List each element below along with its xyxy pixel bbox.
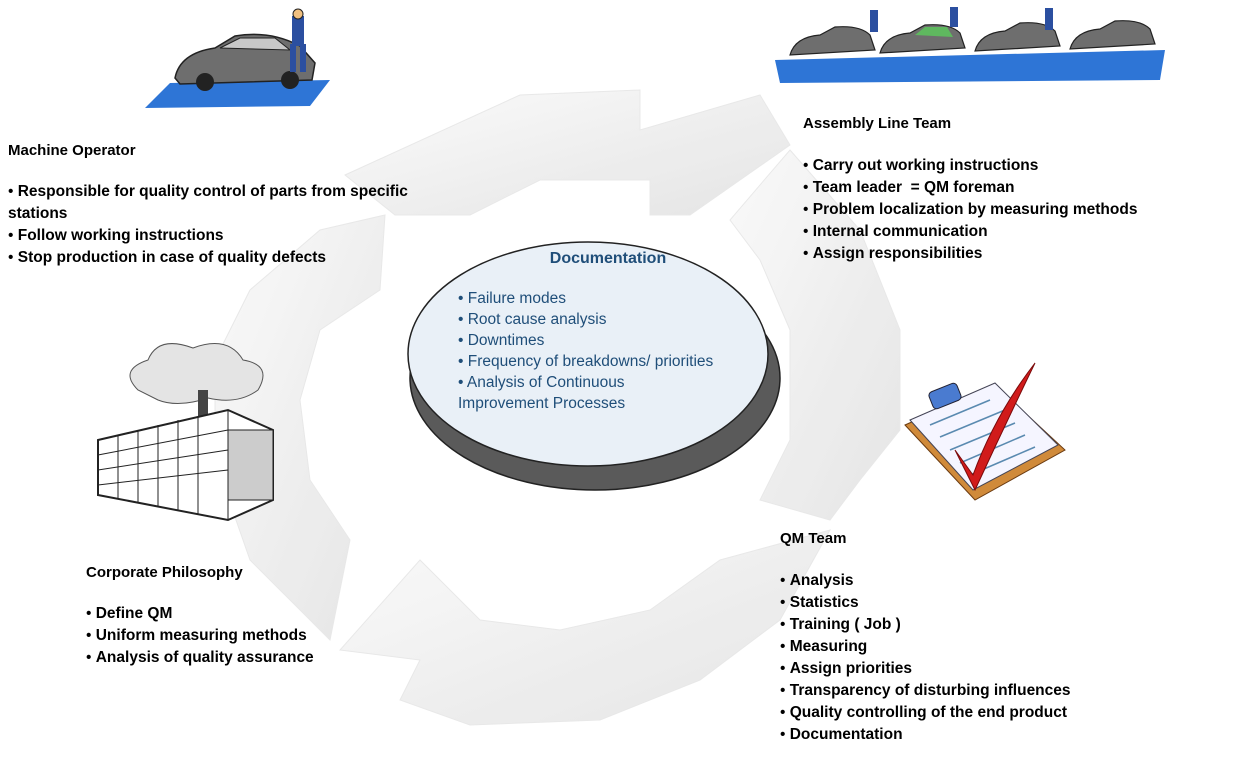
factory-icon xyxy=(97,343,274,522)
list-item: Responsible for quality control of parts… xyxy=(8,181,458,225)
list-item: Assign responsibilities xyxy=(803,243,1247,265)
list-item: Analysis xyxy=(780,570,1180,592)
corporate-philosophy-title: Corporate Philosophy xyxy=(86,564,243,581)
assembly-line-team-section: Assembly Line Team Carry out working ins… xyxy=(803,115,1247,265)
list-item: Carry out working instructions xyxy=(803,155,1247,177)
list-item: Root cause analysis xyxy=(458,309,738,330)
checklist-clipboard-icon xyxy=(904,362,1066,501)
list-item: Downtimes xyxy=(458,330,738,351)
list-item: Assign priorities xyxy=(780,658,1180,680)
list-item: Internal communication xyxy=(803,221,1247,243)
qm-team-title: QM Team xyxy=(780,530,847,547)
list-item: Measuring xyxy=(780,636,1180,658)
list-item: Stop production in case of quality defec… xyxy=(8,247,458,269)
list-item: Analysis of quality assurance xyxy=(86,647,416,669)
list-item: Frequency of breakdowns/ priorities xyxy=(458,351,723,372)
list-item: Transparency of disturbing influences xyxy=(780,680,1180,702)
list-item: Statistics xyxy=(780,592,1180,614)
machine-operator-section: Machine Operator Responsible for quality… xyxy=(8,142,458,269)
qm-team-section: QM Team Analysis Statistics Training ( J… xyxy=(780,530,1180,746)
list-item: Uniform measuring methods xyxy=(86,625,416,647)
list-item: Follow working instructions xyxy=(8,225,458,247)
list-item: Training ( Job ) xyxy=(780,614,1180,636)
documentation-box: Documentation Failure modes Root cause a… xyxy=(458,248,738,414)
list-item: Team leader = QM foreman xyxy=(803,177,1247,199)
car-worker-icon xyxy=(145,8,330,108)
assembly-line-team-list: Carry out working instructions Team lead… xyxy=(803,155,1247,265)
list-item: Quality controlling of the end product xyxy=(780,702,1180,724)
qm-team-list: Analysis Statistics Training ( Job ) Mea… xyxy=(780,570,1180,746)
assembly-line-cars-icon xyxy=(775,7,1165,83)
documentation-title: Documentation xyxy=(549,250,667,267)
list-item: Analysis of Continuous Improvement Proce… xyxy=(458,372,678,414)
machine-operator-title: Machine Operator xyxy=(8,142,136,159)
corporate-philosophy-section: Corporate Philosophy Define QM Uniform m… xyxy=(86,564,416,669)
corporate-philosophy-list: Define QM Uniform measuring methods Anal… xyxy=(86,603,416,669)
list-item: Define QM xyxy=(86,603,416,625)
list-item: Problem localization by measuring method… xyxy=(803,199,1247,221)
list-item: Failure modes xyxy=(458,288,738,309)
documentation-list: Failure modes Root cause analysis Downti… xyxy=(458,288,738,414)
machine-operator-list: Responsible for quality control of parts… xyxy=(8,181,458,269)
list-item: Documentation xyxy=(780,724,1180,746)
assembly-line-team-title: Assembly Line Team xyxy=(803,115,952,132)
